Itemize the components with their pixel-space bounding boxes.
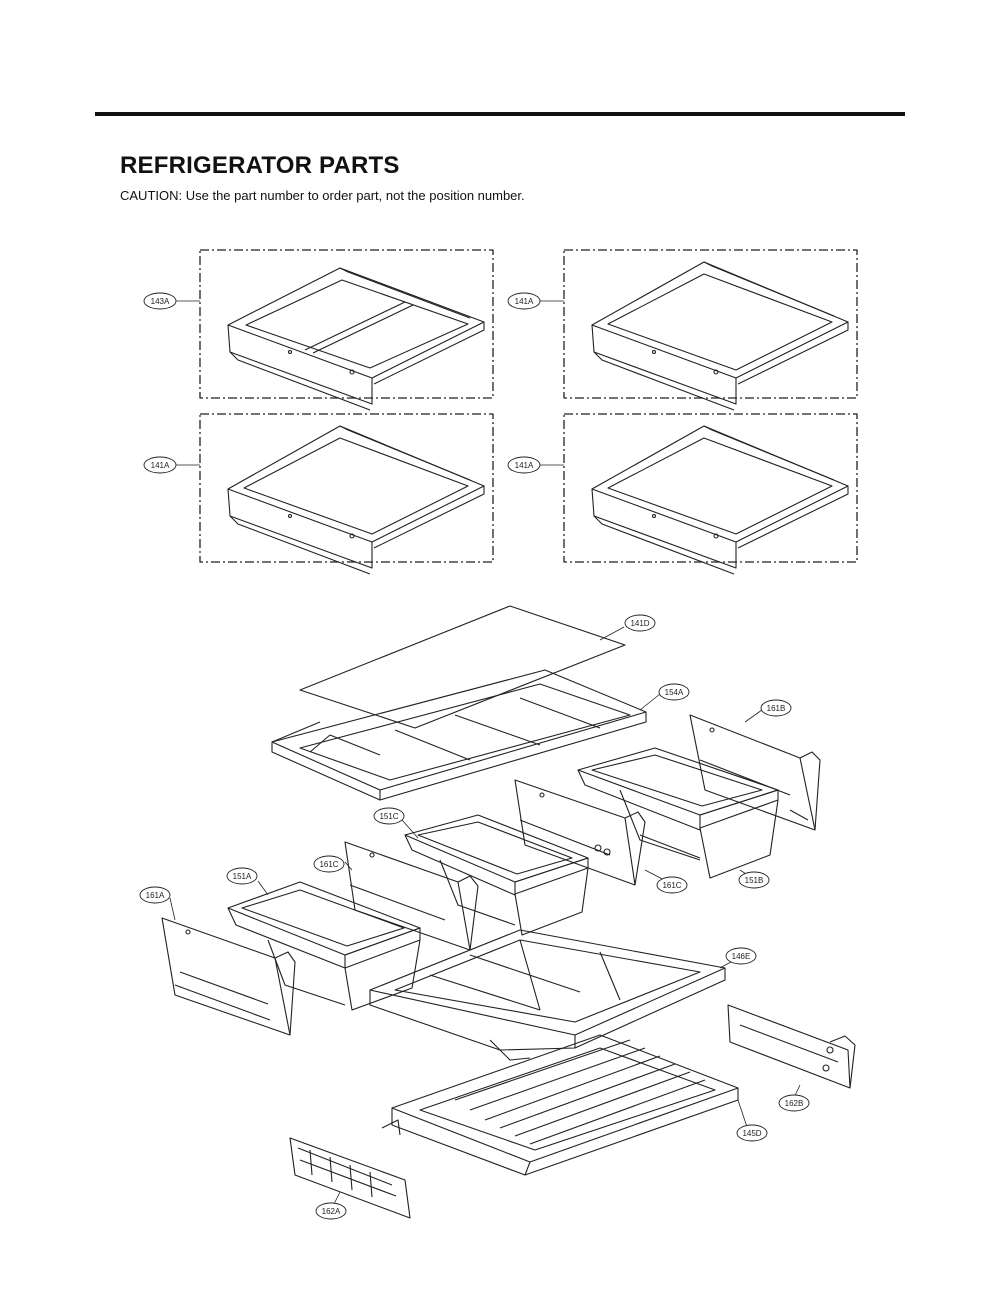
cover-frame-154A (271, 669, 647, 801)
svg-text:141A: 141A (151, 461, 170, 470)
svg-text:154A: 154A (665, 688, 684, 697)
svg-text:141A: 141A (515, 297, 534, 306)
frame-141A-bottom-left (199, 413, 494, 563)
frame-141A-top-right (563, 249, 858, 399)
divider-161C-right (514, 779, 646, 886)
side-rail-162B (727, 1004, 856, 1089)
svg-text:151B: 151B (745, 876, 764, 885)
callout-141A: 141A (143, 456, 177, 474)
callout-141D: 141D (624, 614, 656, 632)
svg-text:161C: 161C (319, 860, 338, 869)
shelf-option-frames (199, 249, 858, 563)
svg-text:143A: 143A (151, 297, 170, 306)
frame-143A (199, 249, 494, 399)
svg-text:141A: 141A (515, 461, 534, 470)
callout-145D: 145D (736, 1124, 768, 1142)
callout-151C: 151C (373, 807, 405, 825)
callout-161C: 161C (656, 876, 688, 894)
crisper-drawer-151A (227, 881, 421, 1011)
svg-text:161A: 161A (146, 891, 165, 900)
callout-141A: 141A (507, 456, 541, 474)
side-rail-162A (289, 1137, 411, 1219)
callout-161B: 161B (760, 699, 792, 717)
svg-text:145D: 145D (742, 1129, 761, 1138)
callout-146E: 146E (725, 947, 757, 965)
crisper-drawer-151B (577, 747, 779, 879)
callout-labels: 143A 141A 141A 141A 141D 154A 161B 151C … (139, 292, 810, 1220)
svg-text:151A: 151A (233, 872, 252, 881)
callout-161C: 161C (313, 855, 345, 873)
callout-141A: 141A (507, 292, 541, 310)
bottom-tray-145D (381, 1034, 739, 1176)
header-rule (95, 112, 905, 116)
svg-text:162A: 162A (322, 1207, 341, 1216)
shelf-141A-top-right (591, 261, 849, 411)
callout-151A: 151A (226, 867, 258, 885)
shelf-143A (227, 267, 485, 411)
callout-161A: 161A (139, 886, 171, 904)
frame-141A-bottom-right (563, 413, 858, 563)
caution-note: CAUTION: Use the part number to order pa… (120, 188, 525, 203)
callout-151B: 151B (738, 871, 770, 889)
shelf-141A-bottom-left (227, 425, 485, 575)
page-title: REFRIGERATOR PARTS (120, 152, 400, 179)
crisper-drawer-151C (404, 814, 589, 936)
svg-text:161B: 161B (767, 704, 786, 713)
svg-text:146E: 146E (732, 952, 751, 961)
divider-161A (161, 917, 296, 1036)
shelf-141A-bottom-right (591, 425, 849, 575)
callout-162B: 162B (778, 1094, 810, 1112)
callout-154A: 154A (658, 683, 690, 701)
callout-162A: 162A (315, 1202, 347, 1220)
base-plate-146E (369, 929, 726, 1061)
glass-sheet-141D (299, 605, 626, 729)
svg-text:161C: 161C (662, 881, 681, 890)
svg-text:151C: 151C (379, 812, 398, 821)
svg-text:162B: 162B (785, 1099, 804, 1108)
callout-143A: 143A (143, 292, 177, 310)
svg-text:141D: 141D (630, 619, 649, 628)
